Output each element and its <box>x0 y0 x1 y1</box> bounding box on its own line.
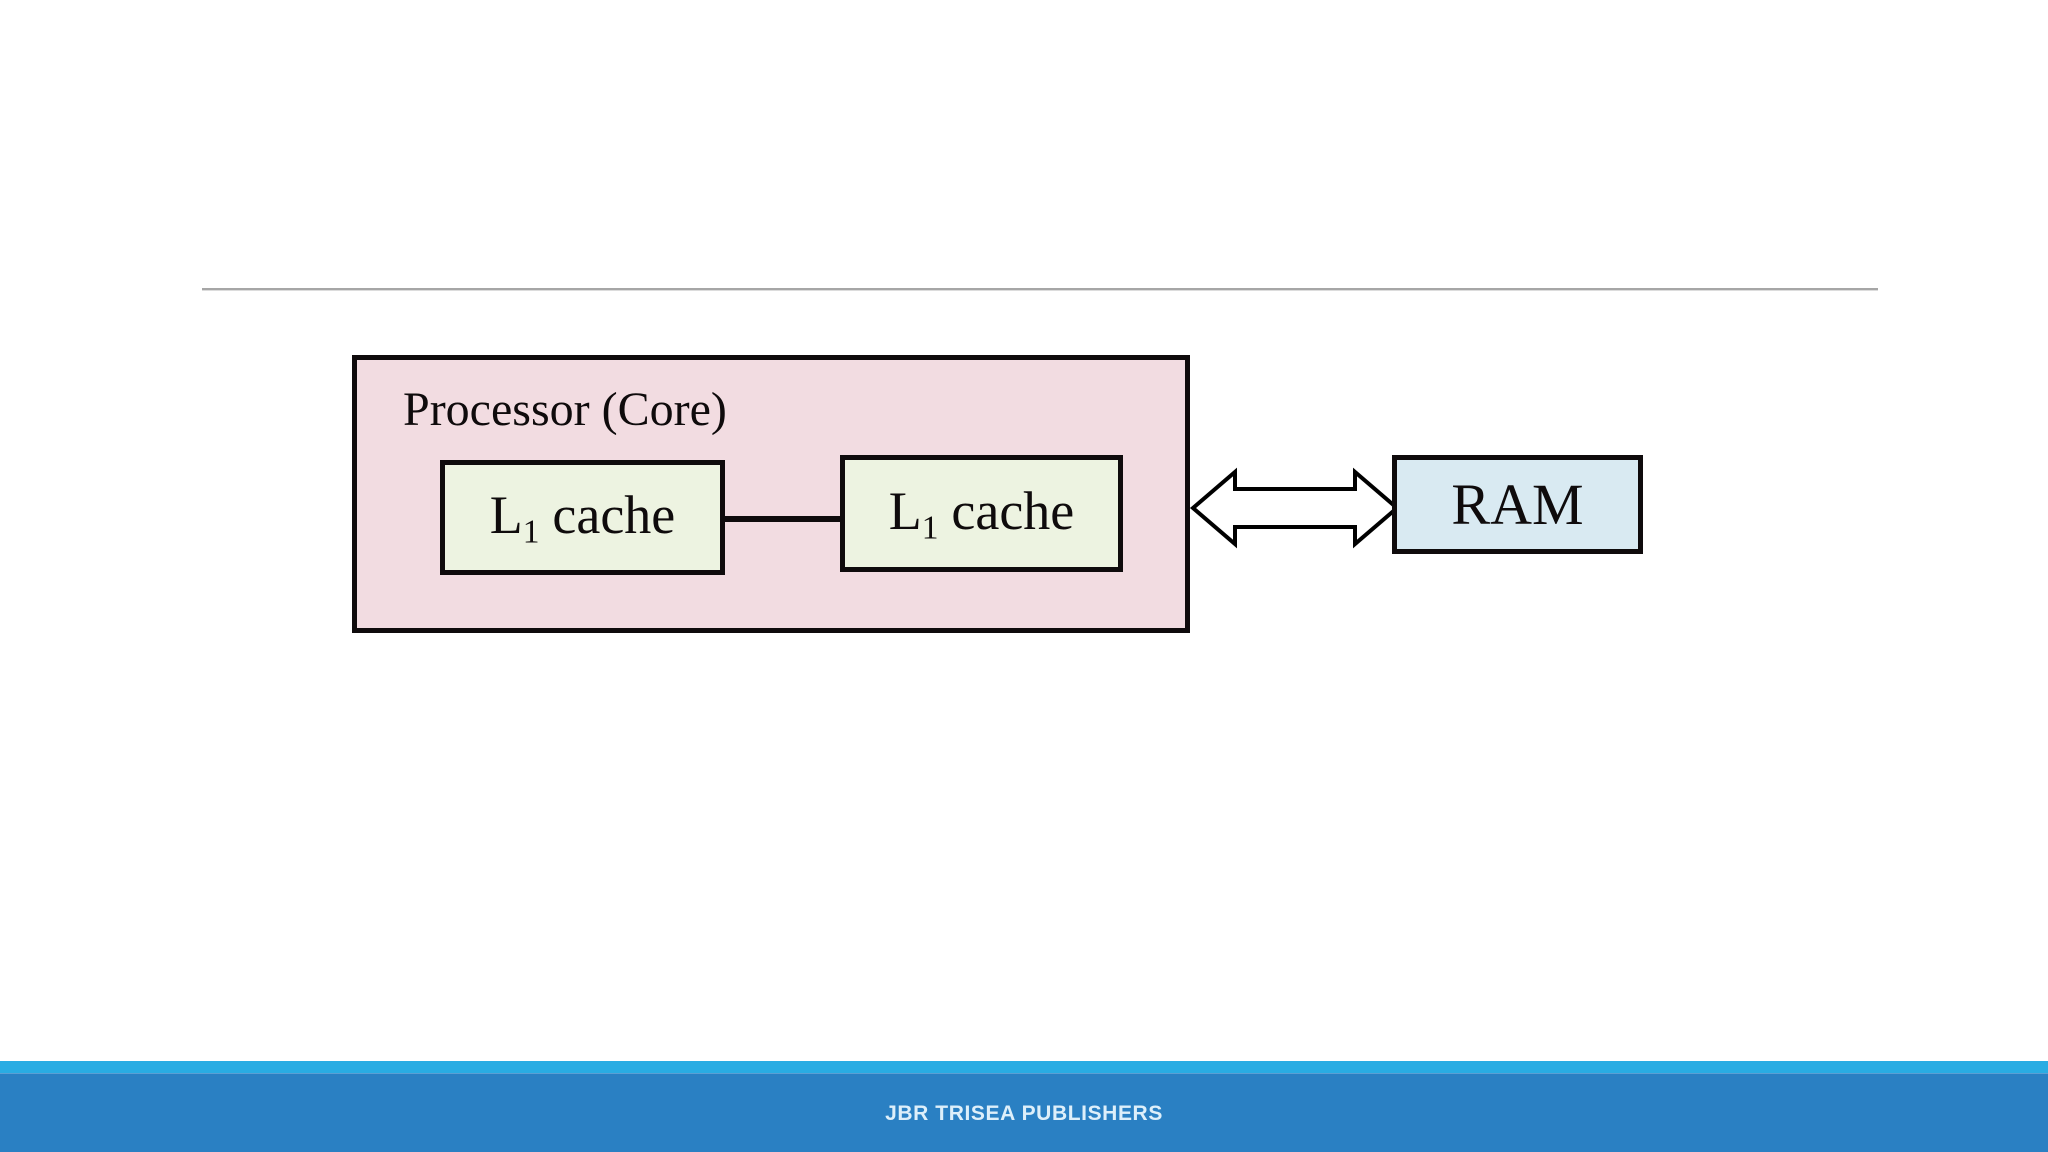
publisher-text: JBR TRISEA PUBLISHERS <box>885 1101 1163 1125</box>
cache-connector-line <box>723 516 842 522</box>
title-divider-line <box>202 288 1878 290</box>
ram-label: RAM <box>1451 472 1584 537</box>
subscript-1: 1 <box>522 513 540 551</box>
ram-box: RAM <box>1392 455 1643 554</box>
double-headed-arrow-icon <box>1189 467 1401 549</box>
footer-accent-strip <box>0 1061 2048 1073</box>
footer-bar: JBR TRISEA PUBLISHERS <box>0 1073 2048 1152</box>
processor-core-label: Processor (Core) <box>403 383 727 436</box>
subscript-1: 1 <box>921 509 939 547</box>
